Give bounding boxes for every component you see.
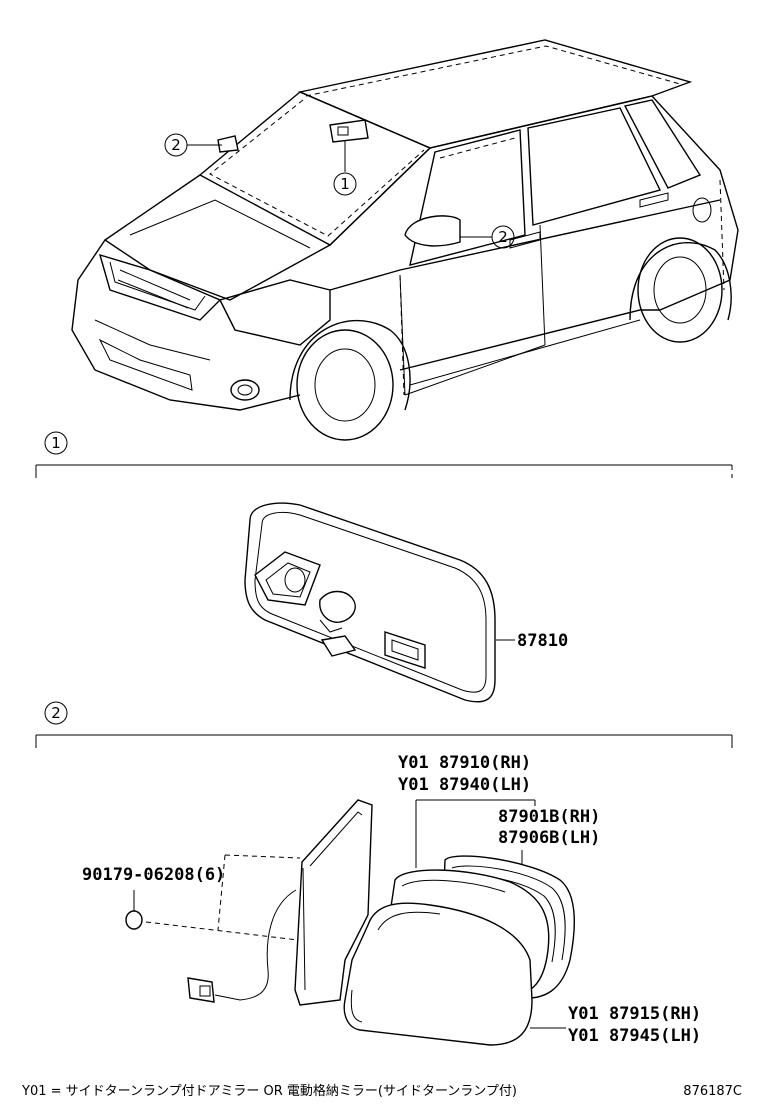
svg-text:1: 1	[340, 175, 350, 193]
car-callout-1: 1	[333, 140, 357, 196]
diagram-code: 876187C	[683, 1084, 742, 1099]
footer-note: Y01 = サイドターンランプ付ドアミラー OR 電動格納ミラー(サイドターンラ…	[21, 1083, 517, 1099]
svg-text:1: 1	[51, 434, 61, 452]
label-cover-rh: Y01 87915(RH)	[568, 1004, 701, 1024]
car-illustration	[71, 39, 739, 441]
section-1-header: 1	[35, 431, 733, 478]
svg-text:87810: 87810	[517, 631, 568, 651]
callout-87810: 87810	[496, 631, 568, 651]
door-mirror-assembly	[125, 799, 575, 1046]
section-2-header: 2	[35, 701, 733, 748]
label-mirror-assy-lh: Y01 87940(LH)	[398, 775, 531, 795]
svg-text:2: 2	[171, 136, 181, 154]
label-cover-lh: Y01 87945(LH)	[568, 1026, 701, 1046]
svg-text:2: 2	[498, 228, 508, 246]
svg-text:2: 2	[51, 704, 61, 722]
label-mirror-body-lh: 87906B(LH)	[498, 828, 600, 848]
inner-rear-view-mirror	[244, 502, 496, 703]
label-mirror-body-rh: 87901B(RH)	[498, 807, 600, 827]
car-callout-2-left: 2	[164, 133, 222, 157]
label-screw: 90179-06208(6)	[82, 865, 225, 885]
label-mirror-assy-rh: Y01 87910(RH)	[398, 753, 531, 773]
car-callout-2-right: 2	[460, 225, 515, 249]
